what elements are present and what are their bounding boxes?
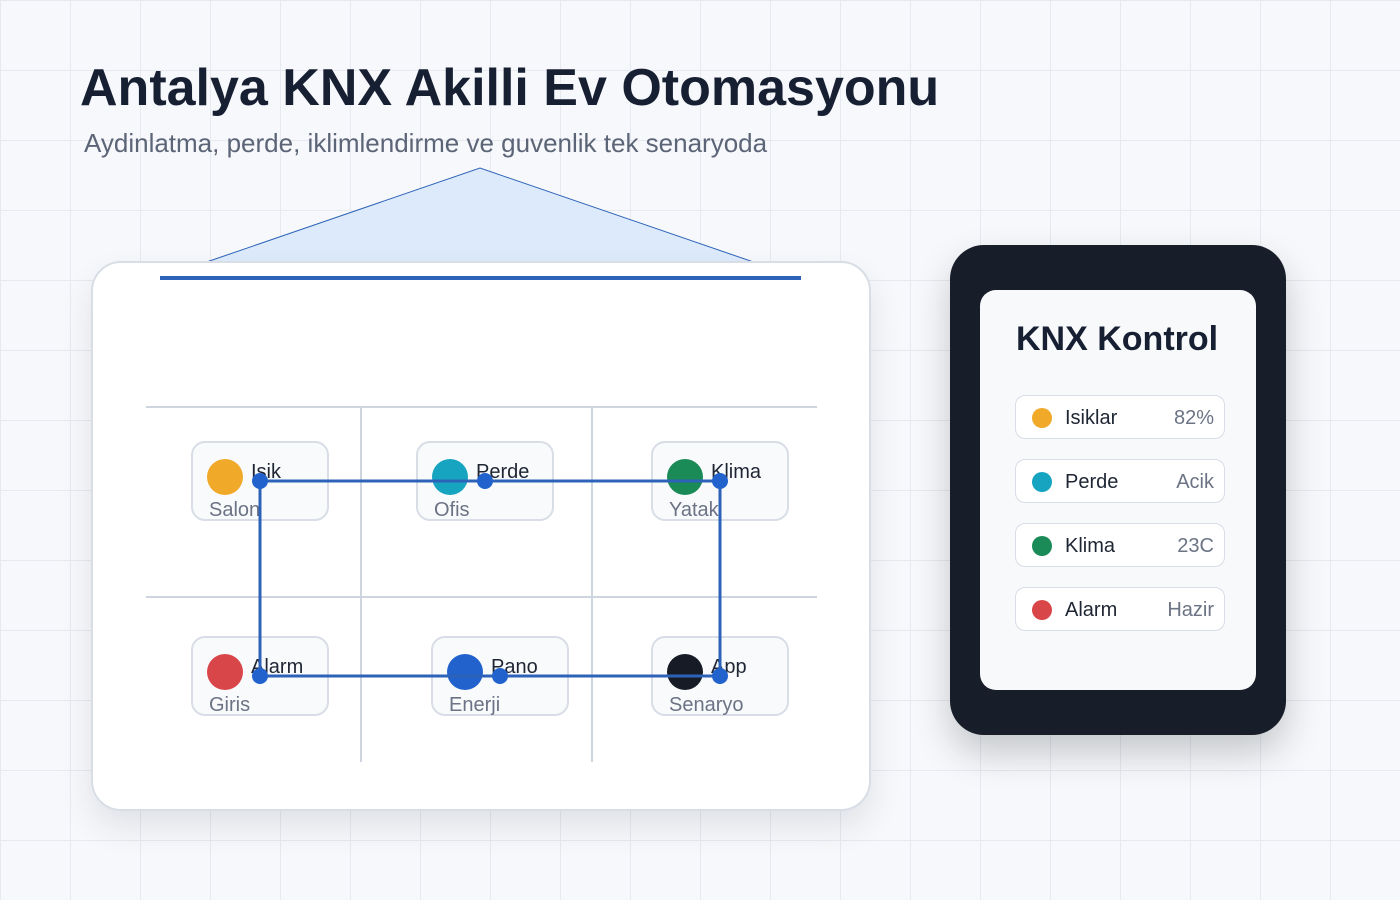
device-card-pano[interactable]: Pano Enerji (431, 636, 569, 716)
page-subtitle: Aydinlatma, perde, iklimlendirme ve guve… (84, 128, 768, 158)
house-floorplan: Isik Salon Perde Ofis Klima Yatak Alarm … (91, 261, 871, 811)
device-room: Senaryo (669, 694, 744, 716)
device-name: Perde (476, 461, 530, 483)
device-name: Isik (251, 461, 281, 483)
device-room: Giris (209, 694, 251, 716)
status-label: Klima (1065, 535, 1116, 557)
knx-control-panel: KNX Kontrol Isiklar 82% Perde Acik Klima… (950, 245, 1286, 735)
device-name: Pano (491, 656, 538, 678)
status-value: Acik (1176, 471, 1214, 493)
device-name: Klima (711, 461, 762, 483)
status-label: Perde (1065, 471, 1119, 493)
status-value: Hazir (1167, 599, 1214, 621)
device-card-isik[interactable]: Isik Salon (191, 441, 329, 521)
status-value: 82% (1173, 407, 1214, 429)
device-name: Alarm (251, 656, 304, 678)
status-label: Isiklar (1065, 407, 1118, 429)
device-room: Salon (209, 499, 261, 521)
curtain-status-dot-icon (432, 459, 468, 495)
device-name: App (711, 656, 747, 678)
status-row-alarm[interactable]: Alarm Hazir (1015, 587, 1225, 631)
alarm-status-dot-icon (207, 654, 243, 690)
app-status-dot-icon (667, 654, 703, 690)
alarm-status-dot-icon (1032, 600, 1052, 620)
status-value: 23C (1177, 535, 1214, 557)
device-card-app[interactable]: App Senaryo (651, 636, 789, 716)
roof-base-line (160, 276, 801, 280)
climate-status-dot-icon (667, 459, 703, 495)
status-row-perde[interactable]: Perde Acik (1015, 459, 1225, 503)
room-dividers (146, 406, 817, 762)
device-card-perde[interactable]: Perde Ofis (416, 441, 554, 521)
panel-status-dot-icon (447, 654, 483, 690)
page-title: Antalya KNX Akilli Ev Otomasyonu (80, 59, 940, 117)
curtain-status-dot-icon (1032, 472, 1052, 492)
device-room: Enerji (449, 694, 501, 716)
status-row-klima[interactable]: Klima 23C (1015, 523, 1225, 567)
light-status-dot-icon (207, 459, 243, 495)
device-room: Ofis (434, 499, 470, 521)
status-label: Alarm (1065, 599, 1118, 621)
panel-title: KNX Kontrol (1016, 320, 1219, 358)
device-card-klima[interactable]: Klima Yatak (651, 441, 789, 521)
light-status-dot-icon (1032, 408, 1052, 428)
status-row-isiklar[interactable]: Isiklar 82% (1015, 395, 1225, 439)
device-card-alarm[interactable]: Alarm Giris (191, 636, 329, 716)
panel-screen: KNX Kontrol Isiklar 82% Perde Acik Klima… (980, 290, 1256, 690)
climate-status-dot-icon (1032, 536, 1052, 556)
device-room: Yatak (669, 499, 719, 521)
